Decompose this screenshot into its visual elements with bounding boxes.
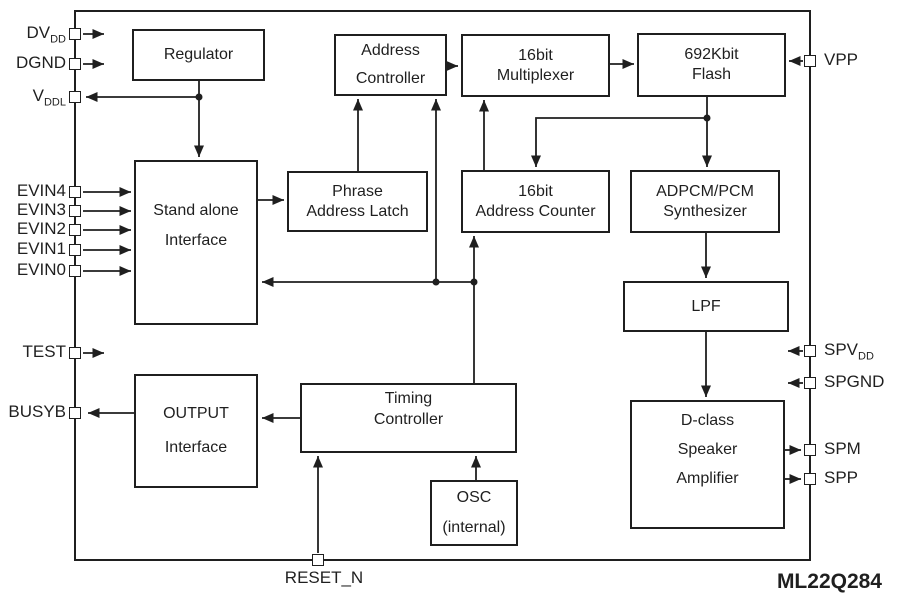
block-label: 692Kbit [684, 46, 739, 63]
pin-label-text: EVIN1 [16, 239, 66, 258]
pin-busyb [69, 407, 81, 419]
pin-label-spvdd: SPVDD [824, 340, 874, 363]
pin-label-evin0: EVIN0 [17, 260, 66, 280]
block-phrase-address-latch: Phrase Address Latch [287, 171, 428, 232]
pin-label-busyb: BUSYB [8, 402, 66, 422]
pin-evin0 [69, 265, 81, 277]
block-label: Interface [164, 439, 228, 456]
pin-label-sub: DD [50, 33, 66, 46]
pin-label-text: DV [26, 23, 51, 42]
block-label: Multiplexer [496, 66, 575, 84]
block-label: 16bit [518, 182, 553, 200]
block-label: OSC [456, 489, 492, 506]
pin-label-dgnd: DGND [16, 53, 66, 73]
pin-label-spgnd: SPGND [824, 372, 884, 392]
block-label: Timing [384, 390, 433, 407]
pin-evin3 [69, 205, 81, 217]
block-label: OUTPUT [163, 405, 229, 422]
block-adpcm-pcm-synthesizer: ADPCM/PCM Synthesizer [630, 170, 780, 233]
block-692kbit-flash: 692Kbit Flash [637, 33, 786, 97]
pin-label-text: RESET_N [284, 568, 364, 587]
pin-label-text: V [32, 86, 44, 105]
block-timing-controller: Timing Controller [300, 383, 517, 453]
pin-label-sub: DD [858, 350, 874, 363]
block-label: (internal) [442, 519, 506, 536]
pin-label-text: SPGND [824, 372, 885, 391]
block-address-controller: Address Controller [334, 34, 447, 96]
pin-label-text: EVIN4 [16, 181, 66, 200]
pin-label-spm: SPM [824, 439, 861, 459]
pin-spp [804, 473, 816, 485]
block-label: LPF [691, 297, 721, 315]
block-lpf: LPF [623, 281, 789, 332]
block-label: Phrase [332, 182, 383, 200]
pin-label-text: VPP [824, 50, 859, 69]
junction-bus-counter [470, 278, 478, 286]
chip-part-number: ML22Q284 [776, 570, 882, 593]
chip-border [74, 10, 811, 561]
pin-label-reset-n: RESET_N [285, 568, 363, 588]
pin-evin2 [69, 224, 81, 236]
pin-reset-n [312, 554, 324, 566]
pin-label-text: EVIN0 [16, 260, 66, 279]
pin-label-evin2: EVIN2 [17, 219, 66, 239]
pin-label-text: DGND [15, 53, 66, 72]
block-16bit-address-counter: 16bit Address Counter [461, 170, 610, 233]
pin-spm [804, 444, 816, 456]
block-label: Address [361, 42, 420, 59]
pin-label-vddl: VDDL [32, 86, 66, 109]
pin-spgnd [804, 377, 816, 389]
pin-label-evin3: EVIN3 [17, 200, 66, 220]
pin-evin4 [69, 186, 81, 198]
pin-label-text: TEST [22, 342, 66, 361]
pin-dvdd [69, 28, 81, 40]
block-16bit-multiplexer: 16bit Multiplexer [461, 34, 610, 97]
junction-vddl [195, 93, 203, 101]
pin-vpp [804, 55, 816, 67]
pin-label-evin1: EVIN1 [17, 239, 66, 259]
pin-label-test: TEST [23, 342, 66, 362]
block-dclass-speaker-amplifier: D-class Speaker Amplifier [630, 400, 785, 529]
block-stand-alone-interface: Stand alone Interface [134, 160, 258, 325]
block-regulator: Regulator [132, 29, 265, 81]
block-label: Synthesizer [663, 202, 747, 220]
block-label: Flash [691, 66, 732, 83]
block-label: Amplifier [676, 470, 739, 487]
block-label: Speaker [677, 441, 738, 458]
pin-label-sub: DDL [43, 96, 66, 109]
block-label: Address Latch [306, 202, 409, 220]
pin-label-spp: SPP [824, 468, 858, 488]
block-label: ADPCM/PCM [656, 182, 754, 200]
pin-label-text: SPM [824, 439, 861, 458]
block-label: Interface [164, 232, 228, 249]
pin-label-text: EVIN2 [16, 219, 66, 238]
junction-flash-branch [703, 114, 711, 122]
pin-label-text: BUSYB [8, 402, 66, 421]
block-label: Regulator [163, 46, 234, 63]
pin-label-vpp: VPP [824, 50, 858, 70]
wire-flash-counter [531, 117, 707, 167]
pin-dgnd [69, 58, 81, 70]
pin-label-text: EVIN3 [16, 200, 66, 219]
pin-label-text: SPP [824, 468, 859, 487]
block-label: Controller [373, 411, 444, 428]
block-label: Stand alone [153, 202, 239, 219]
pin-label-evin4: EVIN4 [17, 181, 66, 201]
block-label: Controller [355, 70, 426, 87]
junction-bus-addrctrl [432, 278, 440, 286]
pin-test [69, 347, 81, 359]
pin-evin1 [69, 244, 81, 256]
pin-vddl [69, 91, 81, 103]
block-output-interface: OUTPUT Interface [134, 374, 258, 488]
block-osc-internal: OSC (internal) [430, 480, 518, 546]
pin-label-text: SPV [824, 340, 859, 359]
pin-label-dvdd: DVDD [26, 23, 66, 46]
block-label: Address Counter [475, 202, 596, 220]
block-label: 16bit [518, 46, 553, 64]
block-label: D-class [680, 412, 735, 429]
pin-spvdd [804, 345, 816, 357]
